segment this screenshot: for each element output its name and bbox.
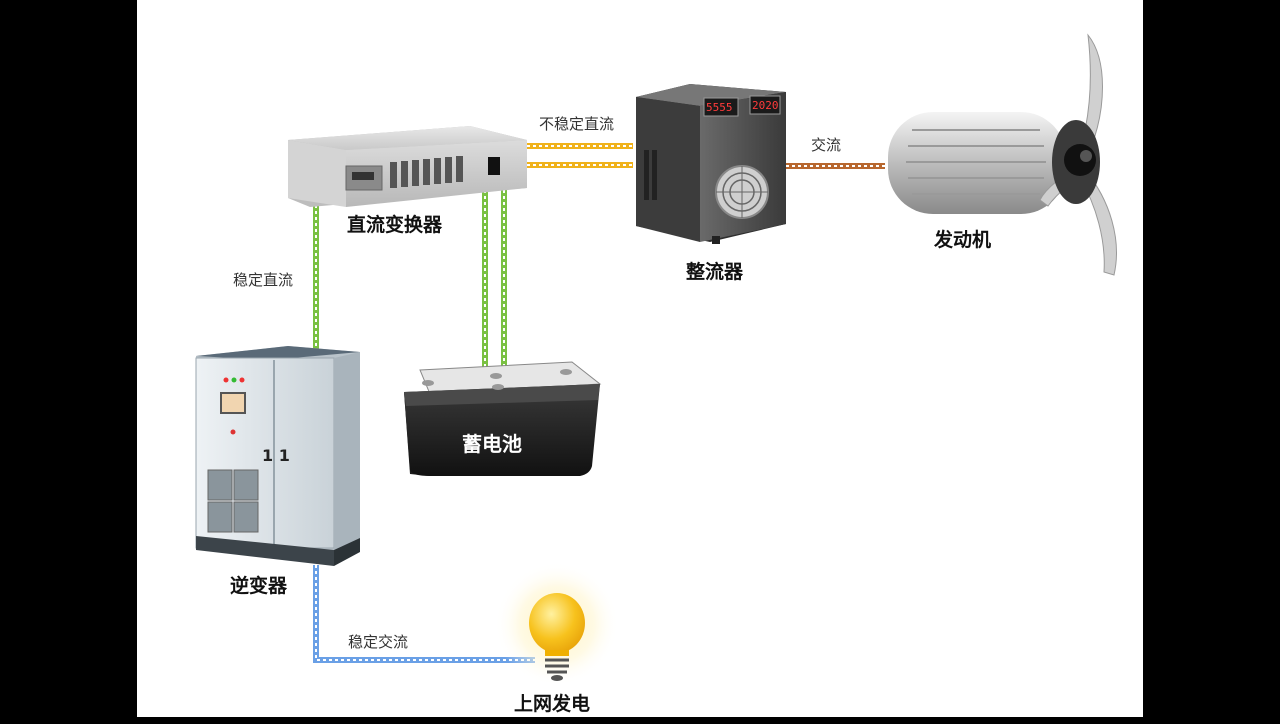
- electrical-cabinet-icon: 1 1: [195, 346, 360, 566]
- power-supply-icon: [636, 84, 786, 244]
- label-stable-ac: 稳定交流: [348, 633, 409, 651]
- label-unstable-dc: 不稳定直流: [539, 115, 615, 133]
- line-stable-ac: [313, 565, 535, 663]
- label-ac: 交流: [811, 136, 842, 154]
- label-dc-converter: 直流变换器: [347, 214, 443, 236]
- label-stable-dc: 稳定直流: [233, 271, 294, 289]
- vent-slots: [644, 150, 657, 200]
- cabinet-handle: 1 1: [262, 446, 290, 465]
- rack-unit-icon: [288, 126, 527, 207]
- cabinet-vent: [207, 469, 259, 533]
- label-grid: 上网发电: [514, 693, 591, 715]
- label-battery: 蓄电池: [462, 432, 522, 456]
- rectifier-display-right: 2020: [752, 99, 779, 112]
- light-bulb-icon: [495, 562, 619, 686]
- label-generator: 发动机: [934, 229, 992, 251]
- line-unstable-dc: [527, 143, 633, 168]
- wind-turbine-generator-icon: [888, 33, 1117, 276]
- battery-icon: [404, 361, 602, 476]
- label-inverter: 逆变器: [230, 575, 288, 597]
- rectifier-display-left: 5555: [706, 101, 733, 114]
- line-stable-dc-battery: [482, 190, 507, 367]
- label-rectifier: 整流器: [686, 261, 744, 283]
